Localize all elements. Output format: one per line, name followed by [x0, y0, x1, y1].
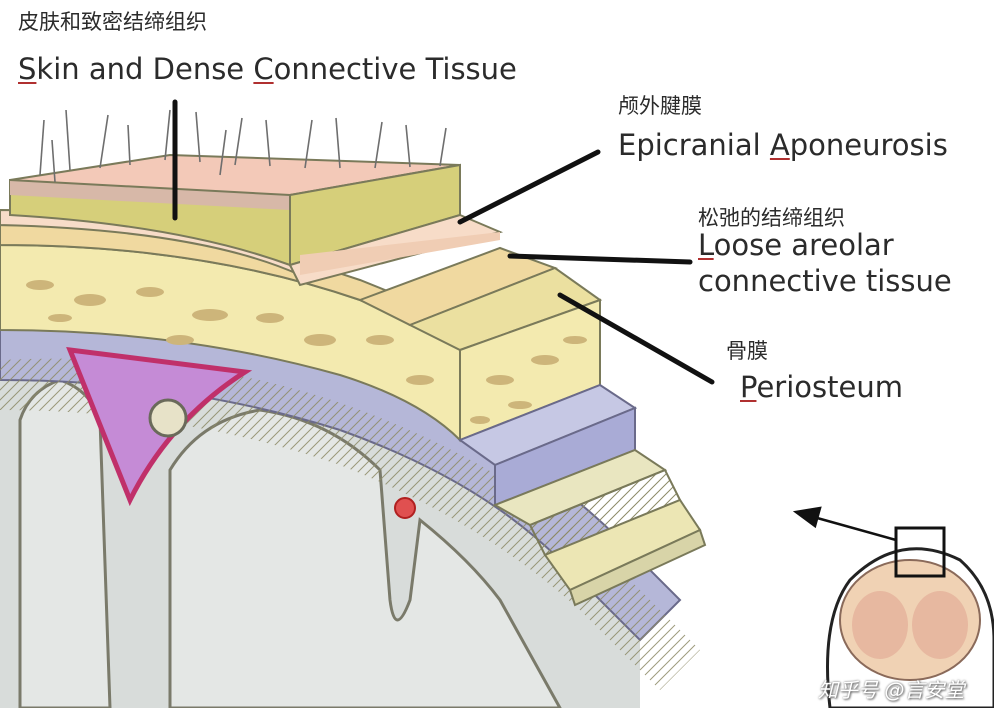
- label-periosteum-initial: P: [740, 370, 756, 404]
- meningeal-vessel: [395, 498, 415, 518]
- label-loose-initial: L: [698, 228, 714, 262]
- label-aponeurosis-initial: A: [770, 128, 790, 162]
- label-aponeurosis-rest: Epicranial: [618, 128, 770, 162]
- label-loose-rest: oose areolar: [714, 228, 894, 262]
- label-skin-initial: S: [18, 52, 36, 86]
- label-aponeurosis-en: Epicranial Aponeurosis: [618, 128, 948, 162]
- label-skin-rest: kin and Dense: [36, 52, 253, 86]
- label-periosteum-zh: 骨膜: [726, 335, 768, 365]
- label-aponeurosis-zh: 颅外腱膜: [618, 90, 702, 120]
- label-periosteum-rest: eriosteum: [756, 370, 903, 404]
- arachnoid-granulation: [150, 400, 186, 436]
- label-skin-zh: 皮肤和致密结缔组织: [18, 6, 207, 36]
- label-loose-en-line2: connective tissue: [698, 264, 952, 298]
- brain-gyrus-left: [20, 380, 110, 708]
- label-aponeurosis-rest-2: poneurosis: [790, 128, 948, 162]
- inset-arrow: [796, 508, 896, 540]
- label-skin-rest-2: onnective Tissue: [274, 52, 517, 86]
- label-periosteum-en: Periosteum: [740, 370, 903, 404]
- label-skin-en: Skin and Dense Connective Tissue: [18, 52, 517, 86]
- watermark: 知乎号 @言安堂: [818, 674, 964, 703]
- leader-aponeurosis: [460, 152, 598, 222]
- label-skin-initial-2: C: [253, 52, 273, 86]
- label-loose-en: Loose areolar: [698, 228, 894, 262]
